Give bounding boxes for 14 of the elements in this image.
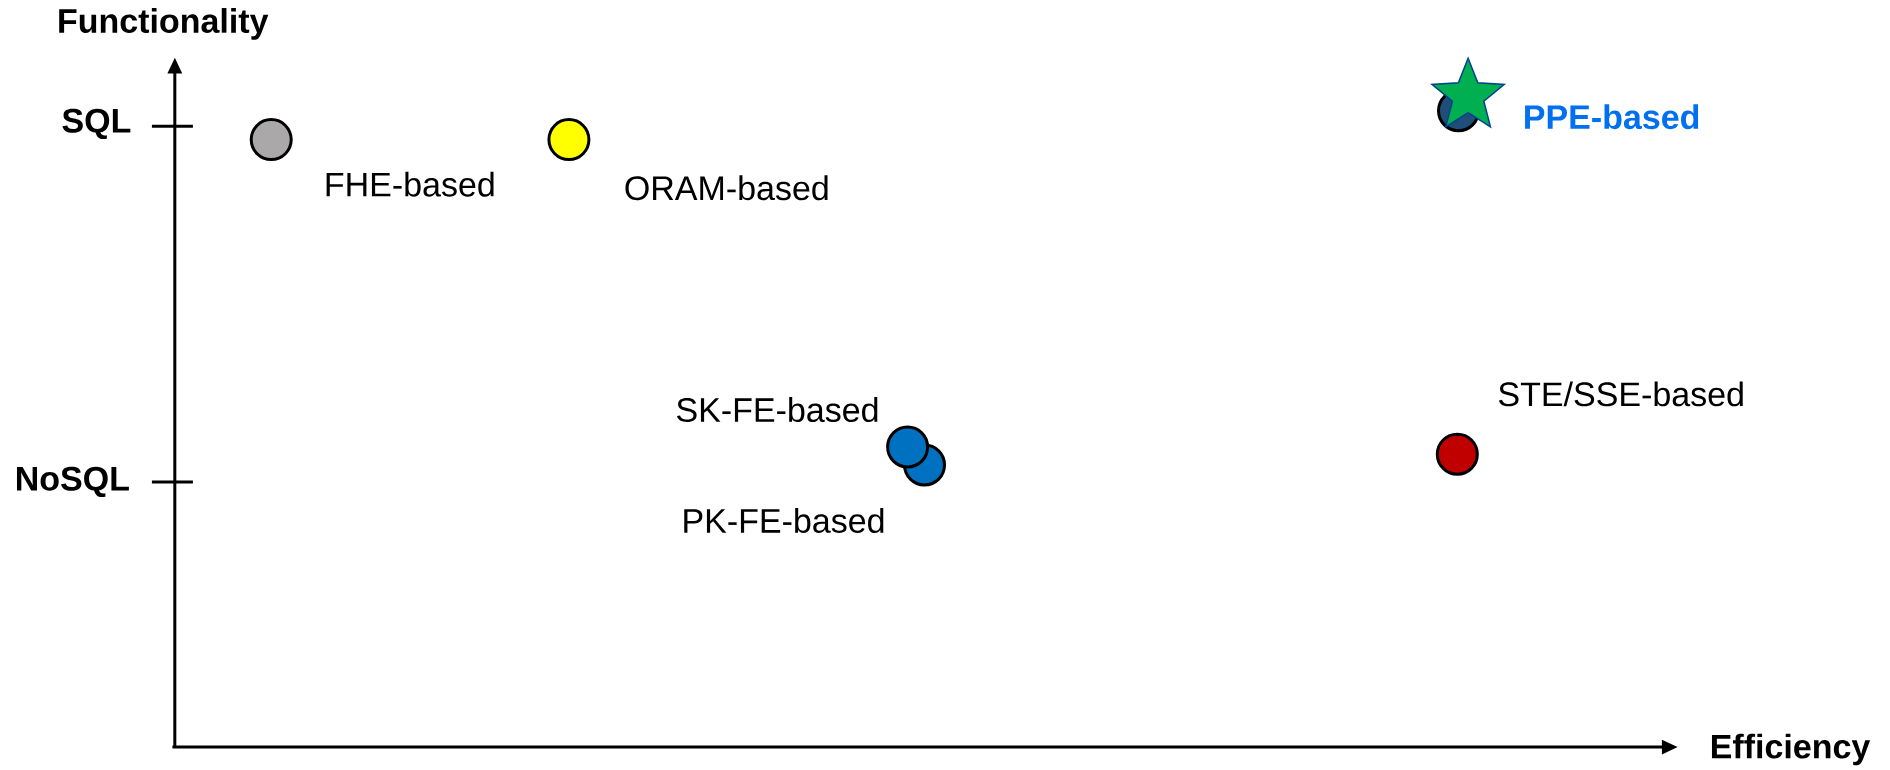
axis-label: SQL [62, 108, 131, 140]
marker-circle [249, 118, 293, 162]
point-label: FHE-based [326, 171, 494, 197]
point-label: PK-FE-based [684, 508, 884, 533]
point-label: PPE-based [1525, 104, 1699, 130]
marker-circle [886, 425, 930, 469]
axis-label: Efficiency [1711, 733, 1871, 766]
axis-label: Functionality [59, 8, 269, 40]
point-label: STE/SSE-based [1498, 381, 1743, 407]
marker-circle [547, 118, 591, 162]
marker-circle [1435, 432, 1479, 476]
point-label: ORAM-based [625, 175, 828, 201]
point-label: SK-FE-based [677, 397, 878, 423]
axis-label: NoSQL [17, 466, 129, 498]
